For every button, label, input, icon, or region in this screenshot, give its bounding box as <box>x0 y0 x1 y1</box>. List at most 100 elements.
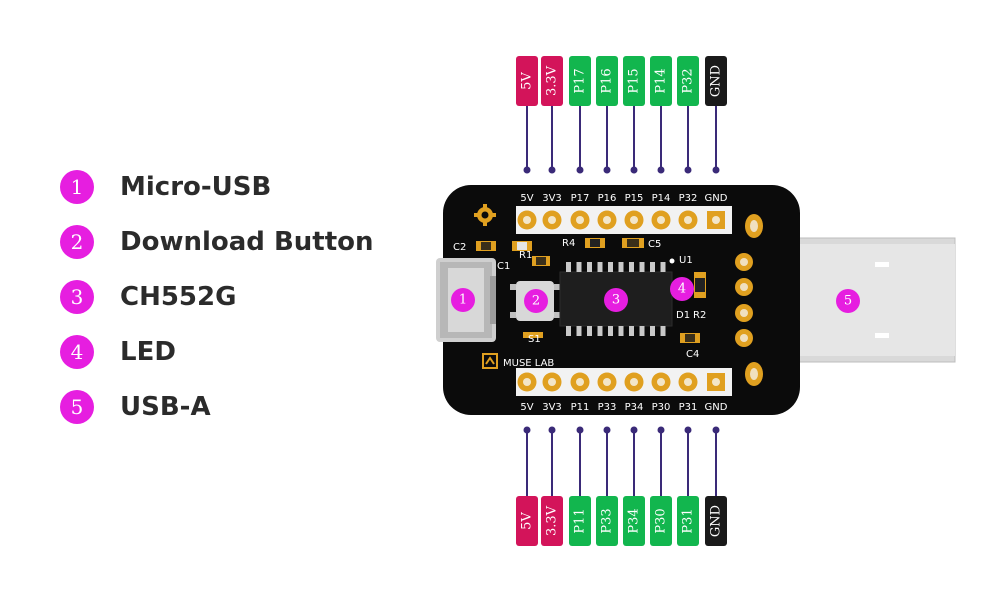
usb-a-pads <box>735 214 763 386</box>
pin-tag-bottom-p30: P30 <box>650 426 672 546</box>
pad-hole <box>712 216 720 224</box>
pin-leader-dot <box>684 426 692 434</box>
legend-label: Download Button <box>120 227 374 257</box>
smd-components <box>476 238 706 343</box>
legend-item-ch552g: 3 CH552G <box>60 278 380 318</box>
label-c4: C4 <box>686 349 699 360</box>
marker-2: 2 <box>524 289 548 313</box>
marker-1: 1 <box>451 288 475 312</box>
pad-hole <box>712 378 720 386</box>
chip-leg <box>639 262 645 272</box>
pin-tag-label: P15 <box>627 68 642 93</box>
pin-tag-label: P33 <box>600 508 615 533</box>
pin-leader-dot <box>684 166 692 174</box>
board-pin-label-top: P16 <box>598 193 617 204</box>
chip-leg <box>608 326 613 336</box>
board-pin-label-top: 3V3 <box>542 193 562 204</box>
board-pin-label-top: P17 <box>571 193 590 204</box>
pin-tag-label: 3.3V <box>545 65 560 96</box>
pin-tag-bottom-33v: 3.3V <box>541 426 563 546</box>
marker-circle <box>524 289 548 313</box>
legend-item-download-button: 2 Download Button <box>60 223 380 263</box>
board-pin-label-top: P32 <box>679 193 698 204</box>
pin-tag-label: 5V <box>520 72 535 90</box>
pin-tag-bottom-p34: P34 <box>623 426 645 546</box>
pin-tag-bottom-p33: P33 <box>596 426 618 546</box>
legend-item-led: 4 LED <box>60 333 380 373</box>
pin-tag-top-5v: 5V <box>516 56 538 174</box>
marker-number: 1 <box>459 293 467 308</box>
chip-leg <box>566 262 571 272</box>
label-u1: U1 <box>679 255 693 266</box>
pin-tag-top-p17: P17 <box>569 56 591 174</box>
muse-lab-logo-icon <box>482 353 498 369</box>
pin-tag-box <box>623 496 645 546</box>
pin-leader-dot <box>548 166 556 174</box>
pin-tag-top-p32: P32 <box>677 56 699 174</box>
chip-leg <box>639 326 645 336</box>
chip-leg <box>597 262 603 272</box>
chip-leg <box>660 262 666 272</box>
pin-leader-dot <box>630 426 638 434</box>
chip-leg <box>587 326 592 336</box>
marker-circle <box>451 288 475 312</box>
chip-leg <box>618 262 624 272</box>
pin-leader-dot <box>523 166 531 174</box>
pad-hole <box>657 378 665 386</box>
pin-tag-box <box>596 496 618 546</box>
marker-5: 5 <box>836 289 860 313</box>
pin-leader-dot <box>603 166 611 174</box>
label-r4: R4 <box>562 238 575 249</box>
pin-tag-label: P30 <box>654 508 669 533</box>
label-r1: R1 <box>519 250 532 261</box>
pin-tag-box <box>569 496 591 546</box>
board-pin-label-top: P15 <box>625 193 644 204</box>
board-pin-label-bottom: GND <box>705 402 728 413</box>
legend-label: USB-A <box>120 392 211 422</box>
pad-hole <box>630 216 638 224</box>
pin-tag-box <box>516 56 538 106</box>
legend-item-micro-usb: 1 Micro-USB <box>60 168 380 208</box>
pad-hole <box>657 216 665 224</box>
pad-hole <box>684 378 692 386</box>
pin-tag-box <box>677 56 699 106</box>
marker-3: 3 <box>604 288 628 312</box>
silkscreen: C2 C1 R4 R1 C5 U1 D1 R2 C4 S1 MUSE LAB <box>453 238 706 369</box>
pin-tag-bottom-gnd: GND <box>705 426 727 546</box>
pin-leader-dot <box>576 166 584 174</box>
board-pin-label-bottom: 5V <box>520 402 533 413</box>
pin-leader-dot <box>576 426 584 434</box>
pin-tag-label: P16 <box>600 68 615 93</box>
legend-label: Micro-USB <box>120 172 272 202</box>
pin-leader-dot <box>603 426 611 434</box>
pin-tag-box <box>677 496 699 546</box>
chip-leg <box>629 326 634 336</box>
chip-leg <box>629 262 634 272</box>
chip-leg <box>618 326 624 336</box>
pin-leader-dot <box>712 426 720 434</box>
pin-tag-label: P31 <box>681 508 696 533</box>
chip-leg <box>650 326 655 336</box>
pin-tag-box <box>705 496 727 546</box>
board-pin-label-bottom: P34 <box>625 402 644 413</box>
pin-tag-top-p14: P14 <box>650 56 672 174</box>
pin-tag-label: GND <box>709 65 724 97</box>
legend-label: CH552G <box>120 282 237 312</box>
board-pin-label-bottom: P31 <box>679 402 698 413</box>
pad-hole <box>630 378 638 386</box>
board-pin-label-top: GND <box>705 193 728 204</box>
pad-hole <box>576 378 584 386</box>
board-pin-label-top: 5V <box>520 193 533 204</box>
marker-number: 4 <box>678 282 686 297</box>
pin-leader-dot <box>657 166 665 174</box>
label-d1: D1 <box>676 310 690 321</box>
pin-tag-box <box>541 56 563 106</box>
legend-number: 4 <box>60 335 94 369</box>
label-s1: S1 <box>528 334 541 345</box>
pin-tag-label: 3.3V <box>545 505 560 536</box>
pin-tag-label: P11 <box>573 508 588 533</box>
pin-leader-dot <box>630 166 638 174</box>
pin-tag-box <box>650 496 672 546</box>
pad-hole <box>548 216 556 224</box>
